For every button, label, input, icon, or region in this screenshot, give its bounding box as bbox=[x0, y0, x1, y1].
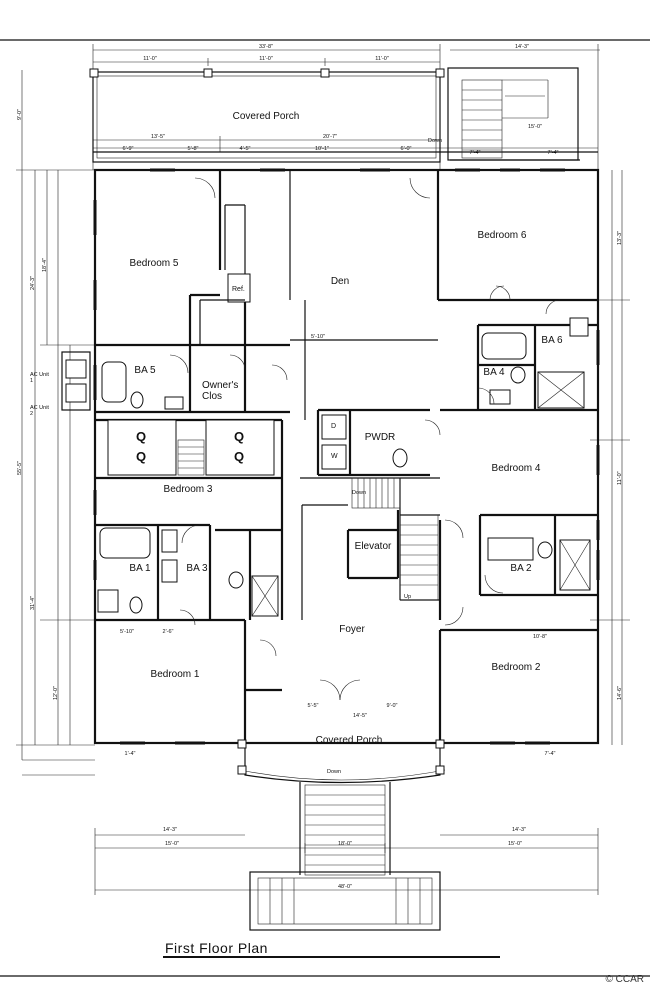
ref-label: Ref. bbox=[232, 286, 245, 293]
stair-down-porch: Down bbox=[327, 769, 342, 775]
room-ba-1: BA 1 bbox=[129, 563, 151, 574]
room-den: Den bbox=[330, 276, 350, 287]
dim-b2: 14'-3" bbox=[511, 827, 527, 833]
dim-s6: 7'-4" bbox=[469, 150, 481, 156]
dim-left-d: 12'-0" bbox=[53, 685, 59, 700]
dim-ba3-width: 2'-6" bbox=[162, 629, 174, 635]
dim-b4: 18'-0" bbox=[337, 841, 353, 847]
bed-label-q2a: Q bbox=[234, 429, 245, 444]
dim-porch-left: 13'-5" bbox=[150, 134, 166, 140]
dim-s2: 5'-8" bbox=[187, 146, 199, 152]
room-foyer: Foyer bbox=[339, 624, 365, 635]
dim-foyer-3: 14'-5" bbox=[352, 713, 368, 719]
bathroom-fixtures bbox=[97, 317, 591, 617]
bunk-beds bbox=[107, 419, 275, 476]
ac-unit-2-label: AC Unit 2 bbox=[30, 405, 49, 417]
interior-walls bbox=[95, 170, 598, 743]
stair-down-top: Down bbox=[428, 138, 443, 144]
stair-down-den: Down bbox=[352, 490, 367, 496]
ac-unit-1-label: AC Unit 1 bbox=[30, 372, 49, 384]
dim-left-b: 18'-4" bbox=[42, 257, 48, 272]
den-stairs bbox=[177, 439, 439, 601]
dim-s5: 6'-0" bbox=[400, 146, 412, 152]
dim-b6: 48'-0" bbox=[337, 884, 353, 890]
bed-label-q1a: Q bbox=[136, 429, 147, 444]
dim-stair: 15'-0" bbox=[527, 124, 543, 130]
dim-right-a: 13'-3" bbox=[617, 230, 623, 245]
dim-ba1-width: 5'-10" bbox=[119, 629, 135, 635]
room-bedroom-4: Bedroom 4 bbox=[491, 463, 541, 474]
dim-t3: 11'-0" bbox=[375, 56, 389, 62]
dim-t2: 11'-0" bbox=[259, 56, 273, 62]
dim-b3: 15'-0" bbox=[164, 841, 180, 847]
dim-b5: 15'-0" bbox=[507, 841, 523, 847]
dim-bedroom2-window: 7'-4" bbox=[544, 751, 556, 757]
dim-left-total: 55'-5" bbox=[17, 460, 23, 475]
dim-foyer-1: 5'-5" bbox=[307, 703, 319, 709]
dim-s4: 10'-1" bbox=[314, 146, 330, 152]
dim-left-top: 9'-0" bbox=[17, 109, 23, 120]
room-ba-5: BA 5 bbox=[134, 365, 156, 376]
dim-right-b: 11'-0" bbox=[617, 471, 623, 485]
room-bedroom-1: Bedroom 1 bbox=[150, 669, 200, 680]
room-powder: PWDR bbox=[364, 432, 396, 443]
room-ba-2: BA 2 bbox=[510, 563, 532, 574]
dim-left-a: 24'-3" bbox=[30, 275, 36, 290]
dim-right-c: 14'-6" bbox=[617, 685, 623, 700]
room-elevator: Elevator bbox=[354, 541, 392, 552]
dim-s3: 4'-5" bbox=[239, 146, 251, 152]
dim-foyer-2: 9'-0" bbox=[386, 703, 398, 709]
dim-s7: 7'-4" bbox=[547, 150, 559, 156]
dim-bedroom2-width: 10'-8" bbox=[532, 634, 548, 640]
dryer-label: D bbox=[331, 423, 337, 430]
room-bedroom-3: Bedroom 3 bbox=[163, 484, 213, 495]
stair-up-label: Up bbox=[404, 594, 412, 600]
dim-left-c: 31'-4" bbox=[30, 595, 36, 610]
room-owners-closet: Owner's Clos bbox=[202, 380, 239, 402]
dim-den-width: 5'-10" bbox=[310, 334, 326, 340]
top-porch bbox=[89, 68, 598, 163]
left-dimension-lines bbox=[16, 70, 95, 776]
top-dimension-lines bbox=[92, 44, 600, 170]
room-bedroom-2: Bedroom 2 bbox=[491, 662, 541, 673]
door-swings bbox=[169, 177, 561, 701]
plan-title: First Floor Plan bbox=[165, 940, 268, 956]
dim-top-right: 14'-3" bbox=[514, 44, 530, 50]
dim-t1: 11'-0" bbox=[143, 56, 157, 62]
room-ba-3: BA 3 bbox=[186, 563, 208, 574]
dim-porch-right: 20'-7" bbox=[322, 134, 338, 140]
right-dimension-lines bbox=[590, 170, 630, 745]
ac-units bbox=[61, 351, 91, 411]
room-covered-porch-top: Covered Porch bbox=[232, 111, 300, 122]
dim-bedroom1-window: 1'-4" bbox=[124, 751, 136, 757]
room-ba-6: BA 6 bbox=[541, 335, 563, 346]
room-covered-porch-bottom: Covered Porch bbox=[315, 735, 383, 746]
windows bbox=[93, 168, 600, 745]
dim-b1: 14'-3" bbox=[162, 827, 178, 833]
room-bedroom-5: Bedroom 5 bbox=[129, 258, 179, 269]
dim-s1: 6'-9" bbox=[122, 146, 134, 152]
copyright-watermark: © CCAR bbox=[605, 974, 644, 985]
bed-label-q1b: Q bbox=[136, 449, 147, 464]
washer-label: W bbox=[331, 453, 338, 460]
top-right-stair bbox=[447, 67, 580, 161]
bottom-porch bbox=[237, 739, 446, 931]
room-bedroom-6: Bedroom 6 bbox=[477, 230, 527, 241]
bed-label-q2b: Q bbox=[234, 449, 245, 464]
dim-top-total: 33'-8" bbox=[258, 44, 274, 50]
room-ba-4: BA 4 bbox=[483, 367, 505, 378]
